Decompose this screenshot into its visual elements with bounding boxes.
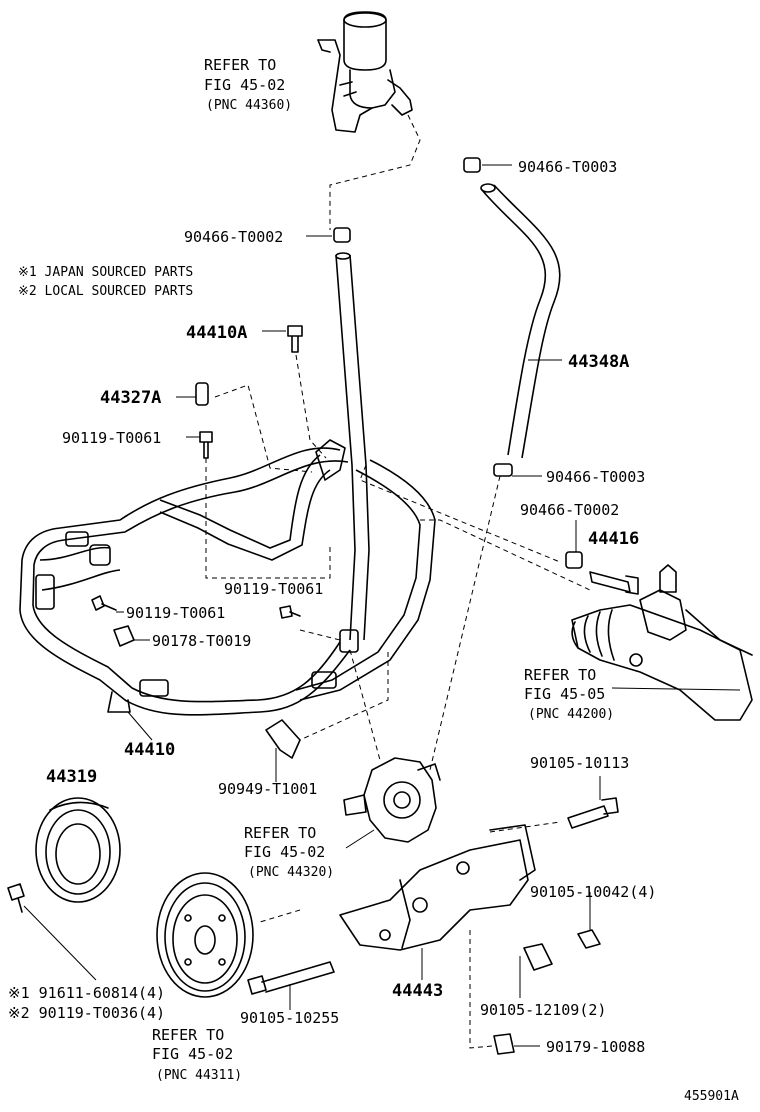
refer-gear-line3: (PNC 44200) <box>528 707 614 722</box>
callout-refer-pump: REFER TO FIG 45-02 (PNC 44320) <box>244 824 334 880</box>
bolt-44416[interactable] <box>589 571 639 595</box>
label-bolt-t0061-a: 90119-T0061 <box>62 429 161 447</box>
bolt-44410A[interactable] <box>287 325 303 353</box>
label-bolt-10113: 90105-10113 <box>530 754 629 772</box>
callout-refer-pulley: REFER TO FIG 45-02 (PNC 44311) <box>152 1026 242 1083</box>
label-44348A: 44348A <box>568 352 629 372</box>
figure-id: 455901A <box>684 1089 739 1104</box>
clamp-90466-T0002-top[interactable] <box>333 227 351 243</box>
label-bolt-t0061-b: 90119-T0061 <box>126 604 225 622</box>
refer-reservoir-line2: FIG 45-02 <box>204 76 285 94</box>
bolt-90119-T0061-a[interactable] <box>199 431 213 459</box>
dashed-indicators <box>205 114 591 1049</box>
note-japan: ※1 JAPAN SOURCED PARTS <box>18 265 193 280</box>
label-nut-t0019: 90178-T0019 <box>152 632 251 650</box>
power-steering-pump[interactable] <box>343 757 441 843</box>
refer-pump-line1: REFER TO <box>244 824 316 842</box>
label-bolt-t0061-c: 90119-T0061 <box>224 580 323 598</box>
clamp-90466-T0002-right[interactable] <box>565 551 583 569</box>
label-44443: 44443 <box>392 981 443 1001</box>
refer-reservoir-line1: REFER TO <box>204 56 276 74</box>
pulley-44319[interactable] <box>35 797 121 903</box>
reservoir-tank[interactable] <box>317 11 413 133</box>
label-44319: 44319 <box>46 767 97 787</box>
refer-pulley-line1: REFER TO <box>152 1026 224 1044</box>
clip-90949-T1001[interactable] <box>265 719 301 759</box>
label-clamp-right2: 90466-T0002 <box>520 501 619 519</box>
bolt-90105-12109[interactable] <box>523 943 553 971</box>
label-44410: 44410 <box>124 740 175 760</box>
label-44416: 44416 <box>588 529 639 549</box>
nut-90178-T0019[interactable] <box>113 625 135 647</box>
clamp-90466-T0003-top[interactable] <box>463 157 481 173</box>
steering-gear[interactable] <box>571 564 753 721</box>
label-44327A: 44327A <box>100 388 161 408</box>
label-bolt-60814: ※1 91611-60814(4) <box>8 984 165 1002</box>
label-clamp-top-left: 90466-T0002 <box>184 228 283 246</box>
note-local: ※2 LOCAL SOURCED PARTS <box>18 284 193 299</box>
label-bolt-12109: 90105-12109(2) <box>480 1001 606 1019</box>
refer-reservoir-line3: (PNC 44360) <box>206 98 292 113</box>
refer-pump-line2: FIG 45-02 <box>244 843 325 861</box>
refer-gear-line1: REFER TO <box>524 666 596 684</box>
label-nut-10088: 90179-10088 <box>546 1038 645 1056</box>
leader-lines <box>23 164 741 1047</box>
label-44410A: 44410A <box>186 323 247 343</box>
refer-pulley-line3: (PNC 44311) <box>156 1068 242 1083</box>
hardware <box>7 157 639 1055</box>
pulley-44311[interactable] <box>156 872 254 998</box>
bolt-91611-60814[interactable] <box>7 883 25 913</box>
bolt-90105-10113[interactable] <box>567 797 619 829</box>
label-bolt-10042: 90105-10042(4) <box>530 883 656 901</box>
refer-pulley-line2: FIG 45-02 <box>152 1045 233 1063</box>
callout-refer-reservoir: REFER TO FIG 45-02 (PNC 44360) <box>204 56 292 113</box>
bolt-90119-T0061-c[interactable] <box>279 605 301 619</box>
refer-pump-line3: (PNC 44320) <box>248 865 334 880</box>
clamp-90466-T0003-mid[interactable] <box>493 463 513 477</box>
callout-refer-gear: REFER TO FIG 45-05 (PNC 44200) <box>524 666 614 722</box>
bracket-44443[interactable] <box>339 824 536 951</box>
pressure-pipe-44410[interactable] <box>19 439 436 716</box>
label-bolt-t0036: ※2 90119-T0036(4) <box>8 1004 165 1022</box>
hose-44348A[interactable] <box>480 183 561 459</box>
bolt-90105-10255[interactable] <box>247 961 335 995</box>
label-clamp-top-right: 90466-T0003 <box>518 158 617 176</box>
refer-gear-line2: FIG 45-05 <box>524 685 605 703</box>
label-bolt-10255: 90105-10255 <box>240 1009 339 1027</box>
label-clamp-mid-right: 90466-T0003 <box>546 468 645 486</box>
clip-44327A[interactable] <box>195 382 209 406</box>
bolt-90119-T0061-b[interactable] <box>91 595 117 611</box>
bolt-90105-10042[interactable] <box>577 929 601 949</box>
nut-90179-10088[interactable] <box>493 1033 515 1055</box>
label-clip-t1001: 90949-T1001 <box>218 780 317 798</box>
